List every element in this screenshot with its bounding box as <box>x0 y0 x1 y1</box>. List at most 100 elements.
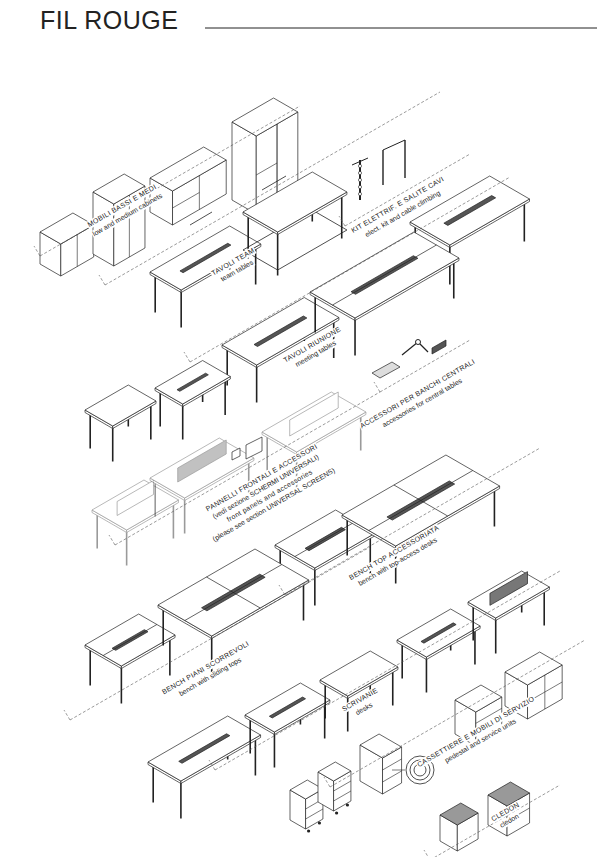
table-leg <box>249 718 251 754</box>
table-drawing <box>320 651 398 732</box>
table-top <box>155 361 230 405</box>
drawer-line <box>306 809 323 819</box>
table-leg <box>96 513 98 549</box>
guide-line <box>279 585 285 595</box>
table-leg <box>360 415 362 451</box>
table-leg <box>266 435 268 471</box>
table-drawing <box>245 683 330 768</box>
guide-line <box>34 246 40 256</box>
guide-line <box>190 177 510 362</box>
table-leg <box>224 379 226 415</box>
table-top <box>148 716 261 781</box>
top-split <box>206 577 260 608</box>
table-top <box>150 226 261 290</box>
castor <box>318 821 321 824</box>
guide-line <box>70 547 370 720</box>
panel-clip <box>232 448 240 460</box>
cabinet-top <box>505 652 562 685</box>
table-leg <box>89 413 91 449</box>
table-leg <box>426 657 428 693</box>
guide-line <box>285 448 540 595</box>
table-top <box>85 385 156 426</box>
table-drawing <box>342 455 500 584</box>
spine-link <box>358 164 361 167</box>
cable-slot <box>269 697 305 718</box>
table-leg <box>346 518 348 556</box>
top-split <box>394 485 448 516</box>
arrow <box>190 212 212 225</box>
castor <box>307 829 310 832</box>
top-split <box>369 471 473 531</box>
table-top <box>158 549 309 636</box>
castor <box>346 803 349 806</box>
spine-link <box>358 185 361 188</box>
drawer-line <box>334 791 351 801</box>
table-leg <box>314 568 316 606</box>
table-drawing <box>85 385 156 462</box>
top-split <box>185 565 282 621</box>
top-split <box>333 245 437 305</box>
screen-panel <box>117 481 153 516</box>
table-leg <box>401 643 403 679</box>
table-leg <box>126 530 128 566</box>
guide-line <box>64 710 70 720</box>
shelf-line <box>256 163 277 175</box>
table-leg <box>152 765 154 803</box>
guide-line <box>424 850 430 857</box>
door-line <box>199 176 200 210</box>
guide-line <box>99 275 105 285</box>
arm-joint <box>416 340 421 345</box>
table-leg <box>180 781 182 819</box>
panel-accessories <box>232 437 262 460</box>
cable-riser <box>404 140 405 178</box>
table-leg <box>184 498 186 534</box>
cable-kit-drawing <box>352 140 405 200</box>
leader-line <box>392 770 405 771</box>
table-leg <box>112 426 114 462</box>
table-top <box>243 172 347 232</box>
table-drawing <box>155 361 230 440</box>
cabinet-drawing <box>360 734 402 794</box>
shelf-line <box>173 193 200 209</box>
table-leg <box>303 583 305 621</box>
table-drawing <box>150 226 261 328</box>
cable-tray <box>372 362 400 378</box>
guide-line <box>330 640 585 787</box>
table-leg <box>121 666 123 704</box>
castor <box>335 811 338 814</box>
table-leg <box>255 738 257 776</box>
table-leg <box>495 618 497 654</box>
title-rule <box>205 28 597 29</box>
guide-line <box>109 535 115 545</box>
table-leg <box>169 638 171 676</box>
table-top <box>468 571 549 618</box>
table-leg <box>341 195 343 239</box>
cabinet-drawing <box>318 762 351 815</box>
table-leg <box>277 232 279 276</box>
cable-slot <box>421 623 456 643</box>
table-leg <box>543 590 545 626</box>
screen-panel <box>178 440 226 482</box>
table-leg <box>392 670 394 706</box>
guide-line <box>215 571 560 770</box>
table-leg <box>162 608 164 646</box>
spine-link <box>358 192 361 195</box>
table-leg <box>474 629 476 665</box>
table-drawing <box>243 172 347 276</box>
spine-link <box>358 171 361 174</box>
cabinet-top <box>455 685 502 712</box>
screen-panel <box>290 392 338 436</box>
guide-line <box>339 216 345 226</box>
arrow <box>262 176 286 190</box>
table-drawing <box>397 609 480 693</box>
table-top <box>320 651 398 696</box>
top-split <box>103 625 157 656</box>
table-leg <box>256 365 258 403</box>
table-leg <box>354 318 356 356</box>
drawer-line <box>383 759 402 770</box>
table-leg <box>314 295 316 333</box>
table-leg <box>159 391 161 427</box>
table-top <box>397 609 480 657</box>
cabinet-top <box>232 98 298 136</box>
